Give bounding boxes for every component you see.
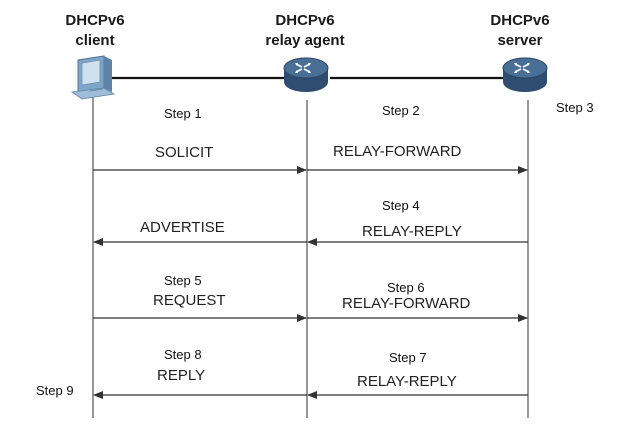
client-title-line1: DHCPv6 <box>65 12 124 29</box>
client-title-line2: client <box>75 32 114 49</box>
reply-label: REPLY <box>157 367 205 384</box>
relay-title: DHCPv6 relay agent <box>265 12 344 49</box>
advertise-label: ADVERTISE <box>140 219 225 236</box>
router-icon <box>283 57 329 92</box>
step-8-label: Step 8 <box>164 347 202 362</box>
step-5-label: Step 5 <box>164 273 202 288</box>
step-9-label: Step 9 <box>36 383 74 398</box>
step-2-label: Step 2 <box>382 103 420 118</box>
step-7-label: Step 7 <box>389 350 427 365</box>
relay-title-line1: DHCPv6 <box>275 12 334 29</box>
step-1-label: Step 1 <box>164 106 202 121</box>
pc-icon <box>70 55 116 100</box>
relay-title-line2: relay agent <box>265 32 344 49</box>
client-title: DHCPv6 client <box>65 12 124 49</box>
step-6-label: Step 6 <box>387 280 425 295</box>
relay-reply-2-label: RELAY-REPLY <box>357 373 457 390</box>
relay-forward-1-label: RELAY-FORWARD <box>333 143 462 160</box>
solicit-label: SOLICIT <box>155 144 213 161</box>
router-icon <box>502 57 548 92</box>
server-title-line1: DHCPv6 <box>490 12 549 29</box>
step-4-label: Step 4 <box>382 198 420 213</box>
relay-forward-2-label: RELAY-FORWARD <box>342 295 471 312</box>
server-title: DHCPv6 server <box>490 12 549 49</box>
request-label: REQUEST <box>153 292 226 309</box>
relay-reply-1-label: RELAY-REPLY <box>362 223 462 240</box>
step-3-label: Step 3 <box>556 100 594 115</box>
server-title-line2: server <box>497 32 542 49</box>
